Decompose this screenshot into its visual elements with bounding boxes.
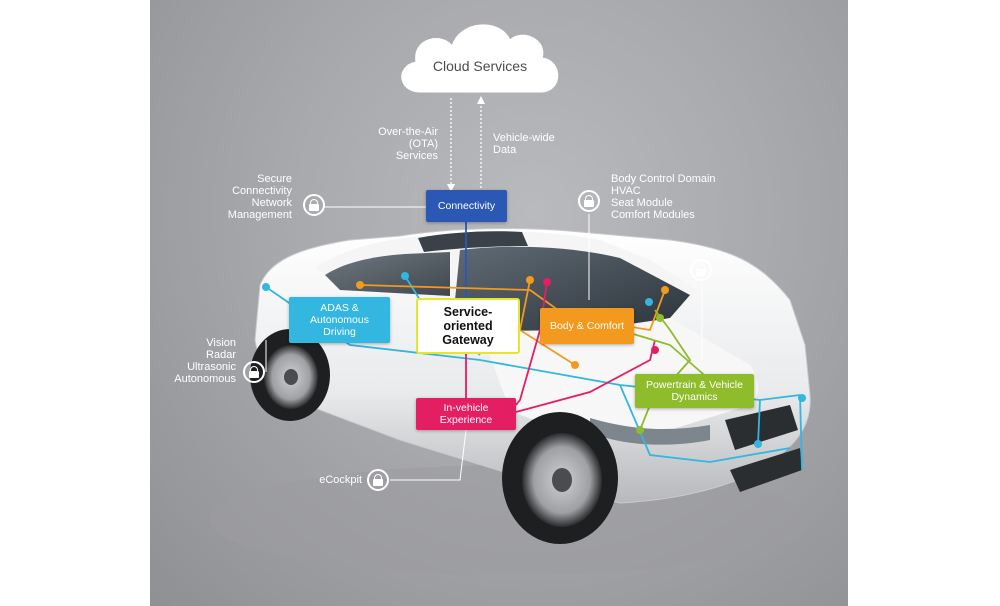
wire-nodes	[262, 272, 806, 448]
ecockpit-label: eCockpit	[319, 474, 362, 486]
lock-icon	[303, 194, 325, 216]
secure-connectivity-label: Secure Connectivity Network Management	[227, 173, 292, 221]
sensing-label: Vision Radar Ultrasonic Autonomous	[174, 337, 236, 385]
rear-wheel	[250, 329, 330, 421]
ota-label: Over-the-Air (OTA) Services	[378, 126, 438, 162]
lock-icon	[690, 259, 712, 281]
car-illustration	[210, 24, 811, 575]
body-domain-label: Body Control Domain HVAC Seat Module Com…	[611, 173, 716, 221]
lock-icon	[367, 469, 389, 491]
lock-icon	[243, 361, 265, 383]
lock-icon	[578, 190, 600, 212]
callout-lines	[265, 206, 703, 481]
connectivity-box: Connectivity	[426, 190, 507, 222]
car-body	[254, 228, 811, 504]
cloud-services-label: Cloud Services	[432, 58, 528, 74]
powertrain-box: Powertrain & Vehicle Dynamics	[635, 374, 754, 408]
vehicle-data-label: Vehicle-wide Data	[493, 132, 555, 156]
adas-box: ADAS & Autonomous Driving	[289, 297, 390, 343]
in-vehicle-experience-box: In-vehicle Experience	[416, 398, 516, 430]
front-wheel	[502, 412, 618, 544]
service-oriented-gateway: Service- oriented Gateway	[416, 298, 520, 354]
diagram-panel: Cloud Services Over-the-Air (OTA) Servic…	[150, 0, 848, 606]
cloud-icon	[401, 24, 559, 93]
body-comfort-box: Body & Comfort	[540, 308, 634, 344]
